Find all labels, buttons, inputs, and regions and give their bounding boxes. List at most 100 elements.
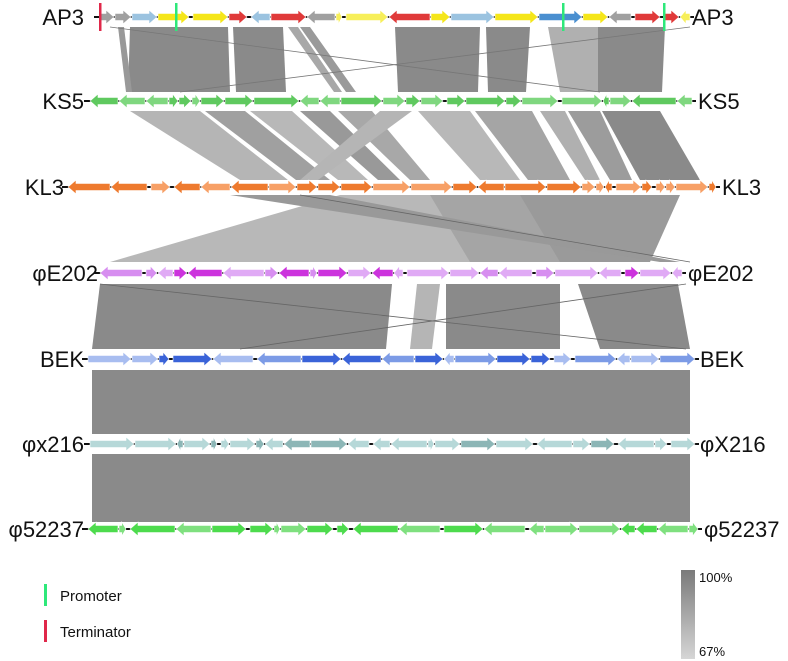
identity-min-label: 67% bbox=[699, 644, 725, 659]
homology-block bbox=[568, 111, 632, 180]
gene-arrow bbox=[495, 436, 534, 452]
gene-arrow bbox=[340, 93, 383, 109]
gene-arrow bbox=[477, 179, 505, 195]
gene-arrow bbox=[561, 93, 603, 109]
gene-arrow bbox=[598, 265, 622, 281]
homology-block bbox=[130, 111, 288, 180]
gene-arrow bbox=[200, 93, 225, 109]
gene-arrow bbox=[479, 265, 499, 281]
gene-arrow bbox=[572, 436, 591, 452]
gene-arrow bbox=[168, 93, 179, 109]
gene-arrow bbox=[414, 351, 444, 367]
gene-arrow bbox=[270, 9, 307, 25]
gene-arrow bbox=[173, 265, 188, 281]
gene-arrow bbox=[178, 93, 192, 109]
gene-arrow bbox=[446, 93, 466, 109]
gene-arrow bbox=[443, 351, 455, 367]
gene-arrow bbox=[452, 179, 478, 195]
gene-arrow bbox=[372, 179, 411, 195]
genome-label-right: AP3 bbox=[692, 5, 734, 30]
gene-arrow bbox=[659, 351, 696, 367]
gene-arrow bbox=[229, 436, 256, 452]
gene-arrow bbox=[595, 179, 605, 195]
genome-label-left: AP3 bbox=[42, 5, 84, 30]
gene-arrow bbox=[521, 93, 559, 109]
gene-arrow bbox=[230, 179, 269, 195]
terminator-icon bbox=[44, 620, 47, 642]
gene-arrow bbox=[200, 179, 231, 195]
gene-arrow bbox=[617, 436, 655, 452]
homology-block bbox=[92, 370, 690, 434]
gene-arrow bbox=[228, 9, 248, 25]
genome-label-left: φE202 bbox=[32, 261, 98, 286]
gene-arrow bbox=[253, 93, 300, 109]
gene-arrow bbox=[176, 436, 184, 452]
gene-arrow bbox=[306, 9, 336, 25]
gene-arrow bbox=[118, 93, 146, 109]
homology-block bbox=[205, 111, 330, 180]
homology-block bbox=[475, 111, 570, 180]
genome-label-left: KL3 bbox=[25, 175, 64, 200]
gene-arrow bbox=[635, 521, 658, 537]
gene-arrow bbox=[449, 265, 480, 281]
homology-block bbox=[300, 27, 356, 92]
gene-arrow bbox=[393, 265, 404, 281]
homology-block bbox=[446, 284, 560, 349]
gene-arrow bbox=[317, 265, 348, 281]
gene-arrow bbox=[89, 93, 119, 109]
gene-arrow bbox=[398, 521, 441, 537]
gene-arrow bbox=[410, 179, 453, 195]
gene-arrow bbox=[443, 521, 484, 537]
gene-arrow bbox=[590, 436, 615, 452]
homology-block bbox=[540, 111, 600, 180]
gene-arrow bbox=[145, 93, 169, 109]
gene-arrow bbox=[654, 436, 668, 452]
genome-track: AP3 AP3 bbox=[42, 3, 734, 31]
promoter-label: Promoter bbox=[60, 588, 122, 605]
genome-label-left: KS5 bbox=[42, 89, 84, 114]
gene-arrow bbox=[675, 179, 709, 195]
promoter-icon bbox=[44, 584, 47, 606]
gene-arrow bbox=[150, 179, 171, 195]
gene-arrow bbox=[450, 9, 495, 25]
gene-arrow bbox=[688, 521, 699, 537]
gene-arrow bbox=[615, 179, 642, 195]
gene-arrow bbox=[347, 436, 370, 452]
gene-arrow bbox=[602, 93, 610, 109]
gene-arrow bbox=[371, 265, 394, 281]
gene-arrow bbox=[631, 93, 677, 109]
homology-block bbox=[92, 284, 392, 349]
genome-label-right: KS5 bbox=[698, 89, 740, 114]
gene-arrow bbox=[345, 9, 389, 25]
homology-block bbox=[118, 27, 132, 92]
genome-label-right: φX216 bbox=[700, 432, 766, 457]
gene-arrow bbox=[372, 436, 391, 452]
gene-arrow bbox=[663, 9, 680, 25]
gene-arrow bbox=[310, 436, 348, 452]
gene-arrow bbox=[465, 93, 506, 109]
gene-arrow bbox=[639, 265, 672, 281]
homology-block bbox=[486, 27, 530, 92]
genome-label-right: φ52237 bbox=[704, 517, 779, 542]
gene-arrow bbox=[406, 265, 450, 281]
gene-arrow bbox=[504, 179, 547, 195]
gene-arrow bbox=[494, 9, 539, 25]
gene-arrow bbox=[405, 93, 421, 109]
gene-arrow bbox=[191, 93, 201, 109]
genome-label-right: BEK bbox=[700, 347, 744, 372]
gene-arrow bbox=[581, 179, 596, 195]
gene-arrow bbox=[388, 9, 431, 25]
gene-arrow bbox=[624, 265, 640, 281]
gene-arrow bbox=[620, 521, 636, 537]
gene-arrow bbox=[220, 436, 230, 452]
gene-arrow bbox=[530, 351, 551, 367]
gene-arrow bbox=[264, 265, 279, 281]
homology-block bbox=[230, 195, 680, 262]
gene-arrow bbox=[319, 93, 341, 109]
genome-label-right: KL3 bbox=[722, 175, 761, 200]
identity-max-label: 100% bbox=[699, 570, 733, 585]
homology-block bbox=[602, 111, 700, 180]
